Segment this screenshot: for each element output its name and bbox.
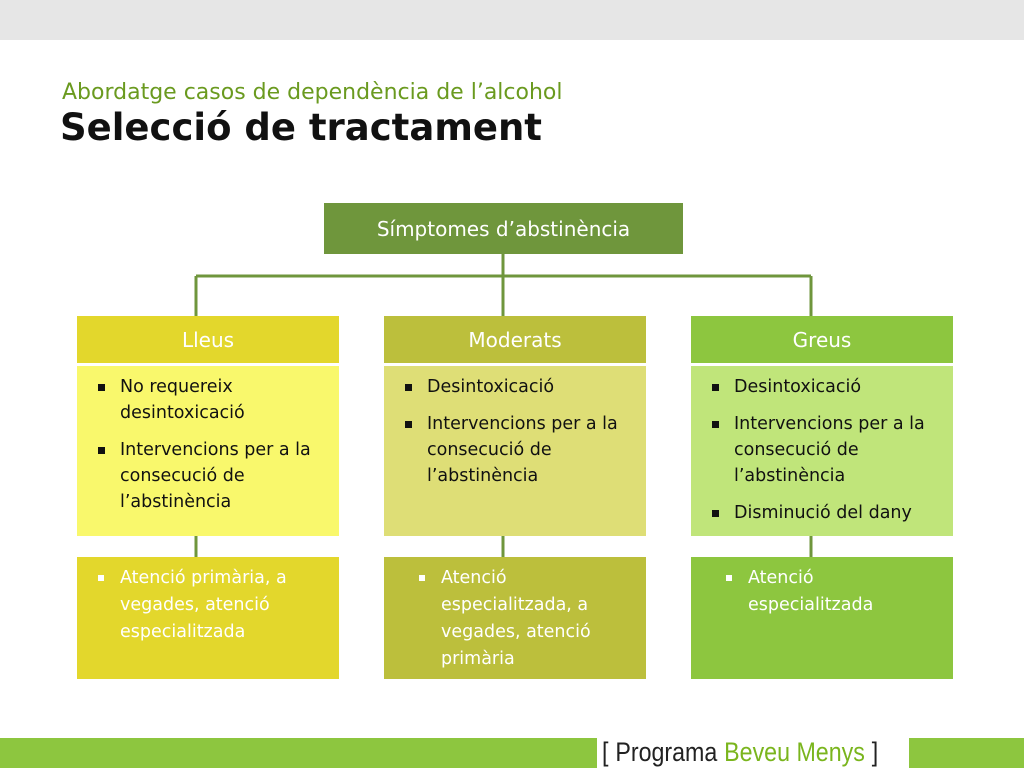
column-header-moderats: Moderats	[384, 316, 646, 363]
bullet-item: Atenció especialitzada, a vegades, atenc…	[418, 565, 632, 673]
bullet-item: Desintoxicació	[711, 374, 939, 400]
bullet-item: Intervencions per a la consecució de l’a…	[404, 411, 632, 489]
bullet-list: Atenció especialitzada	[725, 565, 939, 619]
bullet-list: Atenció especialitzada, a vegades, atenc…	[418, 565, 632, 673]
brand-word-programa: Programa	[615, 736, 718, 767]
bullet-item: No requereix desintoxicació	[97, 374, 325, 426]
bullet-item: Atenció primària, a vegades, atenció esp…	[97, 565, 325, 646]
column-header-lleus: Lleus	[77, 316, 339, 363]
slide-title: Selecció de tractament	[60, 106, 542, 149]
top-band	[0, 0, 1024, 40]
bullet-list: Desintoxicació Intervencions per a la co…	[711, 374, 939, 526]
bullet-item: Atenció especialitzada	[725, 565, 939, 619]
bullet-item: Desintoxicació	[404, 374, 632, 400]
column-footer-moderats: Atenció especialitzada, a vegades, atenc…	[384, 557, 646, 679]
brand-word-beveu-menys: Beveu Menys	[724, 736, 865, 767]
column-header-label: Moderats	[468, 327, 562, 352]
bullet-list: No requereix desintoxicació Intervencion…	[97, 374, 325, 515]
brand-bracket-close: ]	[871, 736, 879, 767]
bullet-item: Intervencions per a la consecució de l’a…	[711, 411, 939, 489]
column-header-label: Lleus	[181, 327, 235, 352]
bullet-item: Intervencions per a la consecució de l’a…	[97, 437, 325, 515]
bullet-item: Disminució del dany	[711, 500, 939, 526]
bullet-list: Atenció primària, a vegades, atenció esp…	[97, 565, 325, 646]
root-node-withdrawal-symptoms: Símptomes d’abstinència	[324, 203, 683, 254]
column-header-label: Greus	[792, 327, 852, 352]
root-node-label: Símptomes d’abstinència	[376, 216, 631, 241]
brand-box	[597, 738, 909, 768]
brand-bracket-open: [	[602, 736, 609, 767]
slide-subtitle: Abordatge casos de dependència de l’alco…	[62, 80, 563, 105]
column-body-lleus: No requereix desintoxicació Intervencion…	[77, 366, 339, 536]
column-footer-lleus: Atenció primària, a vegades, atenció esp…	[77, 557, 339, 679]
column-body-moderats: Desintoxicació Intervencions per a la co…	[384, 366, 646, 536]
column-body-greus: Desintoxicació Intervencions per a la co…	[691, 366, 953, 536]
column-header-greus: Greus	[691, 316, 953, 363]
brand-logo: [ Programa Beveu Menys ]	[602, 736, 878, 768]
bullet-list: Desintoxicació Intervencions per a la co…	[404, 374, 632, 489]
column-footer-greus: Atenció especialitzada	[691, 557, 953, 679]
